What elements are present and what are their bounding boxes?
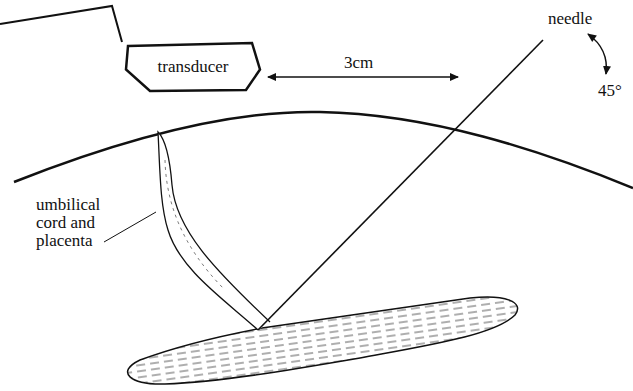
- angle-label: 45°: [598, 82, 622, 100]
- placenta: [128, 297, 518, 384]
- dimension-label: 3cm: [344, 54, 373, 72]
- angle-arc: [588, 34, 606, 74]
- cord-texture: [165, 160, 225, 290]
- abdominal-wall: [14, 112, 633, 188]
- needle-label: needle: [548, 10, 592, 28]
- transducer-handle: [0, 6, 122, 42]
- transducer-box: transducer: [124, 42, 262, 92]
- dimension-arrow: [268, 76, 458, 78]
- umbilical-cord: [158, 132, 270, 330]
- leader-line: [104, 212, 156, 242]
- node-label: transducer: [158, 57, 229, 77]
- part-label: umbilical cord and placenta: [36, 196, 108, 250]
- needle-line: [258, 40, 543, 330]
